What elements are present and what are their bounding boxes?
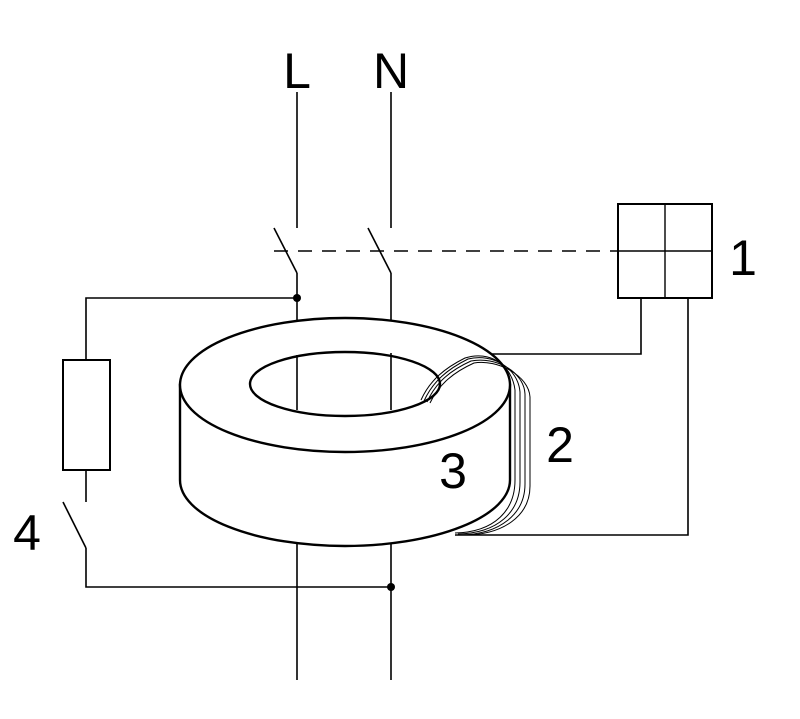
test-resistor	[62, 359, 111, 471]
coil-wire-top	[490, 298, 642, 355]
toroid-core	[178, 316, 512, 548]
label-toroid-core: 3	[439, 443, 467, 499]
junction-dot-n	[387, 583, 395, 591]
junction-dot-l	[293, 294, 301, 302]
sense-coil	[420, 355, 531, 536]
test-switch	[62, 501, 87, 549]
label-neutral: N	[373, 43, 409, 99]
trip-relay	[617, 203, 713, 299]
label-test-switch: 4	[13, 505, 41, 561]
test-circuit	[62, 297, 391, 588]
label-trip-relay: 1	[729, 230, 757, 286]
label-line: L	[283, 43, 311, 99]
coil-wire-bottom	[455, 298, 689, 536]
label-sense-coil: 2	[546, 417, 574, 473]
